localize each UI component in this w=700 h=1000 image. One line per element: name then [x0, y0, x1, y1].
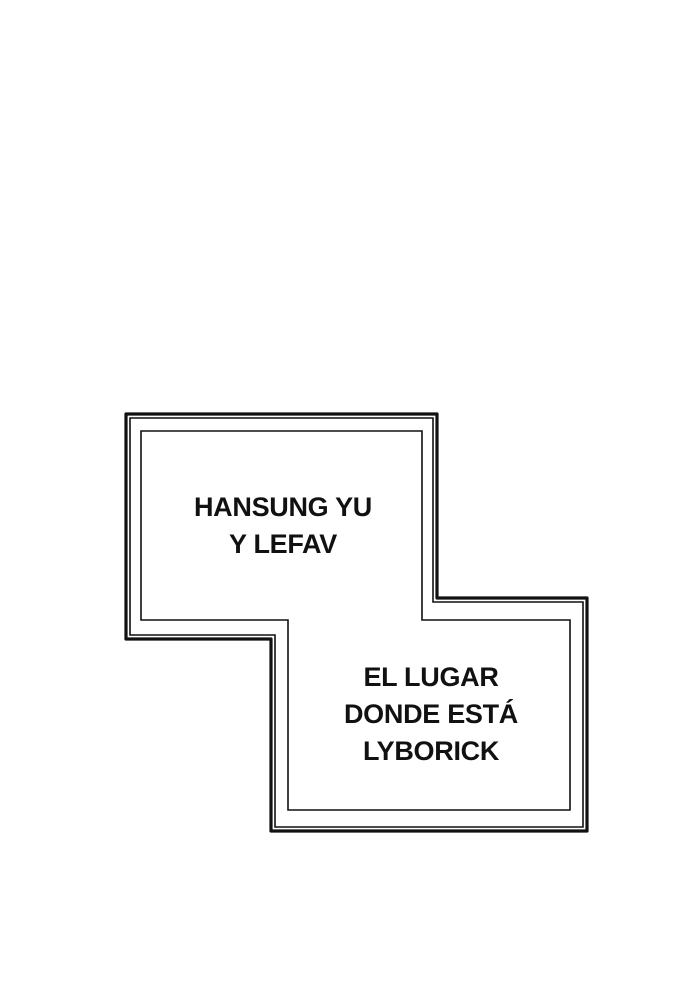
- chapter-title-line-1: EL LUGAR: [363, 662, 499, 692]
- chapter-title-line-2: DONDE ESTÁ: [343, 699, 519, 729]
- chapter-title: EL LUGAR DONDE ESTÁ LYBORICK: [290, 659, 572, 770]
- frame-inner-border: [140, 430, 571, 811]
- credits-authors: HANSUNG YU Y LEFAV: [143, 489, 423, 563]
- frame-middle-border: [129, 417, 584, 828]
- credits-line-2: Y LEFAV: [229, 529, 337, 559]
- chapter-title-line-3: LYBORICK: [362, 736, 500, 766]
- credits-line-1: HANSUNG YU: [193, 492, 373, 522]
- frame-outer-border: [124, 412, 589, 833]
